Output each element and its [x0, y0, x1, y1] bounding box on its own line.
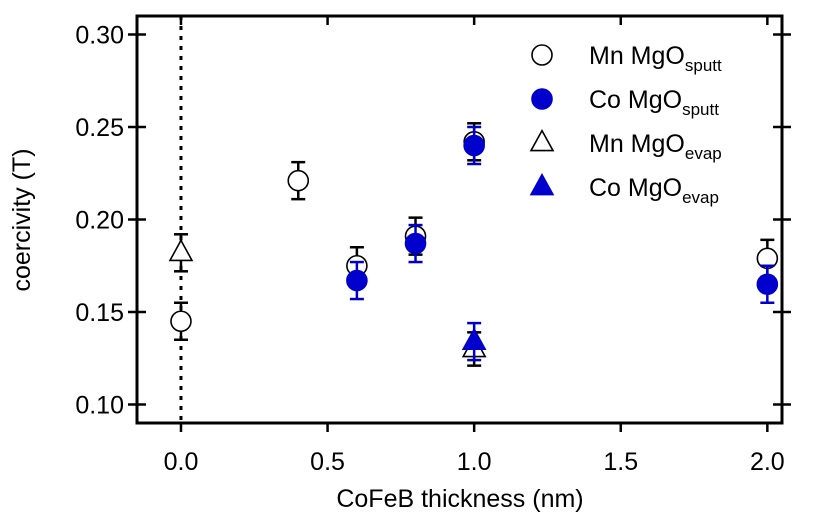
legend-label-0: Mn MgOsputt [589, 42, 722, 75]
y-axis-title: coercivity (T) [8, 148, 36, 291]
x-tick-label: 1.5 [603, 448, 638, 476]
y-tick-label: 0.15 [75, 299, 124, 327]
data-point [170, 310, 192, 333]
data-point [346, 269, 368, 292]
plot-frame [135, 14, 784, 425]
data-point [404, 232, 427, 255]
legend-label-1: Co MgOsputt [589, 86, 719, 119]
data-point [168, 238, 194, 262]
legend-label-main: Mn MgO [589, 42, 685, 70]
data-point [756, 273, 779, 296]
y-tick-label: 0.20 [75, 207, 124, 235]
legend-marker-3 [529, 172, 555, 196]
data-point [463, 134, 485, 157]
series-1 [346, 125, 779, 304]
legend-marker-1 [531, 88, 553, 110]
x-tick-label: 2.0 [750, 448, 785, 476]
legend-label-subscript: sputt [685, 56, 722, 75]
data-point [461, 327, 487, 351]
x-tick-label: 0.0 [164, 448, 199, 476]
x-axis-ticks: 0.0 0.5 1.0 1.5 2.0 [164, 16, 785, 476]
y-tick-label: 0.25 [75, 114, 124, 142]
legend-label-main: Co MgO [589, 174, 682, 202]
plot-area [135, 14, 784, 425]
series-2 [168, 233, 487, 367]
legend-marker-2 [529, 128, 555, 152]
legend-label-main: Mn MgO [589, 130, 685, 158]
y-tick-label: 0.30 [75, 22, 124, 50]
series-3 [461, 321, 487, 362]
y-tick-label: 0.10 [75, 392, 124, 420]
data-marks [168, 122, 779, 367]
legend-label-2: Mn MgOevap [589, 130, 722, 163]
legend-label-3: Co MgOevap [589, 174, 719, 207]
x-tick-label: 0.5 [310, 448, 345, 476]
y-axis-ticks: 0.10 0.15 0.20 0.25 0.30 [75, 22, 791, 420]
x-axis-title: CoFeB thickness (nm) [336, 485, 583, 513]
legend-label-subscript: evap [682, 188, 719, 207]
legend-label-subscript: sputt [682, 100, 719, 119]
data-point [287, 169, 310, 192]
legend-marker-0 [531, 44, 553, 66]
x-tick-label: 1.0 [457, 448, 492, 476]
legend-label-subscript: evap [685, 144, 722, 163]
legend-label-main: Co MgO [589, 86, 682, 114]
